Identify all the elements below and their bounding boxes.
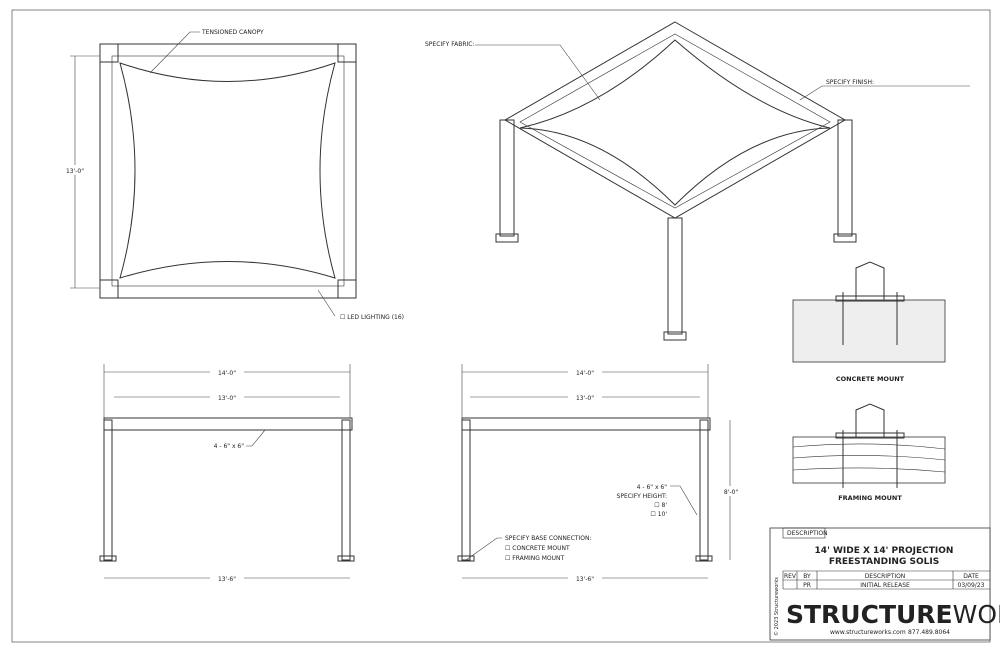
title-block: DESCRIPTION 14' WIDE X 14' PROJECTION FR…	[769, 527, 1000, 641]
description-tab: DESCRIPTION	[787, 530, 828, 537]
base-option-concrete: ☐ CONCRETE MOUNT	[505, 545, 570, 552]
rev-by: PR	[803, 582, 811, 589]
isometric-view: SPECIFY FABRIC: SPECIFY FINISH:	[425, 21, 970, 341]
side-inner-dim: 13'-0"	[576, 395, 594, 402]
front-inner-dim: 13'-0"	[218, 395, 236, 402]
front-elevation: 14'-0" 13'-0" 13'-6" 4 - 6" x 6"	[99, 364, 355, 583]
concrete-mount-detail: CONCRETE MOUNT	[792, 261, 946, 383]
rev-date: 03/09/23	[958, 582, 985, 589]
website: www.structureworks.com	[830, 629, 906, 636]
copyright: © 2023 Structureworks	[773, 577, 780, 636]
date-header: DATE	[963, 573, 979, 580]
brand-logo: STRUCTUREWORKS™	[786, 600, 1000, 629]
by-header: BY	[803, 573, 811, 580]
height-option-10: ☐ 10'	[650, 511, 667, 518]
height-dim: 8'-0"	[724, 489, 738, 496]
side-overall-dim: 14'-0"	[576, 370, 594, 377]
canopy-label: TENSIONED CANOPY	[201, 29, 264, 36]
height-option-8: ☐ 8'	[654, 502, 667, 509]
side-elevation: 14'-0" 13'-0" 13'-6" 8'-0" 4 - 6" x 6" S…	[457, 364, 746, 583]
base-connection-label: SPECIFY BASE CONNECTION:	[505, 535, 591, 542]
framing-mount-detail: FRAMING MOUNT	[792, 403, 946, 502]
front-base-dim: 13'-6"	[218, 576, 236, 583]
fabric-label: SPECIFY FABRIC:	[425, 41, 474, 48]
iso-canopy	[519, 39, 831, 206]
base-option-framing: ☐ FRAMING MOUNT	[505, 555, 565, 562]
post-label: 4 - 6" x 6"	[637, 484, 668, 491]
phone: 877.489.8064	[908, 629, 950, 636]
framing-mount-label: FRAMING MOUNT	[838, 494, 902, 502]
finish-label: SPECIFY FINISH:	[826, 79, 874, 86]
description-header: DESCRIPTION	[865, 573, 906, 580]
title-line-2: FREESTANDING SOLIS	[829, 557, 939, 567]
height-label: SPECIFY HEIGHT:	[617, 493, 667, 500]
concrete-mount-label: CONCRETE MOUNT	[836, 375, 905, 383]
front-overall-dim: 14'-0"	[218, 370, 236, 377]
title-line-1: 14' WIDE X 14' PROJECTION	[815, 546, 954, 556]
rev-header: REV	[784, 573, 797, 580]
rev-description: INITIAL RELEASE	[860, 582, 910, 589]
plan-view: 13'-0" TENSIONED CANOPY ☐ LED LIGHTING (…	[58, 29, 404, 321]
beam-label: 4 - 6" x 6"	[214, 443, 245, 450]
sheet-border	[11, 9, 991, 643]
led-label: ☐ LED LIGHTING (16)	[340, 314, 404, 321]
plan-depth-dim: 13'-0"	[66, 168, 84, 175]
side-base-dim: 13'-6"	[576, 576, 594, 583]
canopy-outline	[119, 62, 336, 279]
